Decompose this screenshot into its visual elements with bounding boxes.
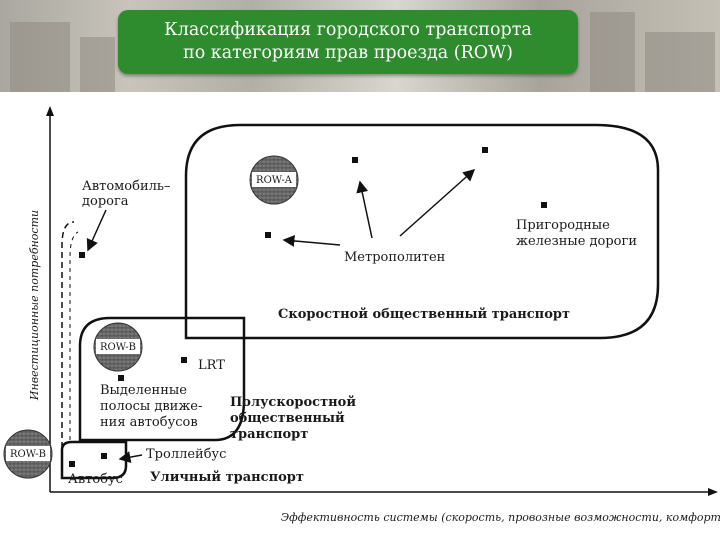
point-metro-3 — [265, 232, 271, 238]
axes: Инвестиционные потребности Эффективность… — [28, 106, 720, 524]
arrow-metro-1 — [356, 180, 373, 239]
labels: Автомобиль– дорога Пригородные железные … — [68, 179, 637, 487]
label-bus-lanes-2: полосы движе- — [100, 399, 202, 414]
label-suburban-2: железные дороги — [516, 234, 637, 249]
label-auto-road-2: дорога — [82, 194, 129, 209]
label-rapid-transit: Скоростной общественный транспорт — [278, 307, 570, 322]
point-trolleybus — [101, 453, 107, 459]
arrows — [86, 169, 476, 464]
label-semi-rapid-1: Полускоростной — [230, 395, 356, 410]
semi-rapid-boundary — [78, 316, 246, 442]
badge-row-a-label: ROW-A — [256, 175, 293, 186]
arrow-metro-2 — [399, 169, 476, 237]
y-axis-label: Инвестиционные потребности — [28, 210, 41, 401]
point-bus — [69, 461, 75, 467]
point-metro-2 — [482, 147, 488, 153]
badge-row-b-low: ROW-B — [3, 429, 53, 479]
point-lrt — [181, 357, 187, 363]
auto-road-boundary-inner — [69, 231, 79, 440]
label-trolleybus: Троллейбус — [146, 447, 226, 462]
badge-row-a: ROW-A — [249, 155, 299, 205]
label-auto-road-1: Автомобиль– — [82, 179, 170, 194]
label-bus: Автобус — [68, 472, 123, 487]
diagram: Инвестиционные потребности Эффективность… — [3, 106, 720, 524]
label-bus-lanes-3: ния автобусов — [100, 415, 198, 430]
rapid-transit-boundary — [184, 123, 660, 340]
auto-road-boundary — [61, 221, 75, 468]
x-axis-arrow — [708, 488, 718, 496]
label-suburban-1: Пригородные — [516, 218, 610, 233]
label-street-transit: Уличный транспорт — [150, 470, 304, 485]
header-banner: Классификация городского транспорта по к… — [0, 0, 720, 92]
badge-row-b-mid-label: ROW-B — [100, 342, 136, 353]
label-lrt: LRT — [198, 358, 225, 373]
point-suburban-rail — [541, 202, 547, 208]
point-bus-lanes — [118, 375, 124, 381]
x-axis-label: Эффективность системы (скорость, провозн… — [281, 511, 720, 524]
label-semi-rapid-2: общественный — [230, 411, 345, 426]
arrow-auto-road — [86, 209, 107, 252]
title-box: Классификация городского транспорта по к… — [118, 10, 578, 74]
arrow-trolleybus — [118, 451, 143, 464]
label-bus-lanes-1: Выделенные — [100, 383, 187, 398]
y-axis-arrow — [46, 106, 54, 116]
label-semi-rapid-3: транспорт — [230, 427, 308, 442]
badge-row-b-low-label: ROW-B — [10, 449, 46, 460]
badge-row-b-mid: ROW-B — [93, 322, 143, 372]
title-line-2: по категориям прав проезда (ROW) — [183, 43, 513, 63]
arrow-metro-3 — [282, 234, 341, 247]
label-metro: Метрополитен — [344, 250, 445, 265]
title-line-1: Классификация городского транспорта — [164, 20, 532, 40]
point-metro-1 — [352, 157, 358, 163]
points — [69, 147, 547, 467]
point-auto-road — [79, 252, 85, 258]
